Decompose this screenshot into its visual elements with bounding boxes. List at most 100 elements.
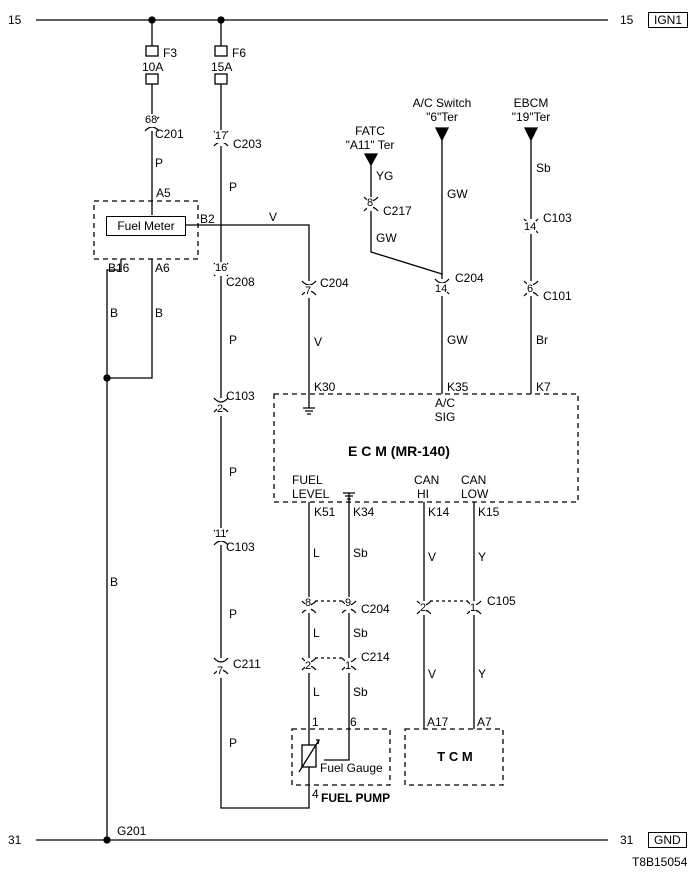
wire-code-p: P [155, 156, 164, 170]
ecm-can-hi-label-2: HI [417, 487, 429, 501]
ecm-fuel-level-label-2: LEVEL [292, 487, 330, 501]
violet-wire [183, 224, 310, 394]
c101-pin: 6 [527, 283, 534, 296]
c105-pin-2: 1 [470, 602, 477, 615]
ecm-pin-k14: K14 [428, 505, 450, 519]
c201-name: C201 [155, 127, 184, 141]
ac-switch-label-1: A/C Switch [412, 96, 472, 110]
wire-code-sb: Sb [353, 685, 368, 699]
wire-code-gw: GW [376, 231, 397, 245]
c103-a-name: C103 [226, 389, 255, 403]
wire-code-v: V [428, 550, 437, 564]
rail-15-left-label: 15 [8, 13, 22, 27]
c204-fp-pin-1: 8 [305, 597, 312, 610]
fuse-f6-name: F6 [232, 46, 247, 60]
ebcm-label-2: "19"Ter [511, 110, 551, 124]
wire-code-yg: YG [376, 169, 394, 183]
c105-name: C105 [487, 594, 516, 608]
ecm-pin-k30: K30 [314, 380, 336, 394]
ecm-fuel-ground-symbol [343, 492, 355, 502]
c101-name: C101 [543, 289, 572, 303]
wire-code-y: Y [478, 667, 487, 681]
rail-31-right-label: 31 [620, 833, 634, 847]
wire-code-v: V [269, 210, 278, 224]
ground-g201-label: G201 [117, 824, 147, 838]
wire-code-l: L [313, 626, 320, 640]
fatc-arrow [363, 153, 379, 167]
rail-15-right-label: 15 [620, 13, 634, 27]
fuel-meter-pin-b16: B16 [108, 261, 130, 275]
black-ground-wire [106, 259, 153, 840]
c103-a-pin: 2 [217, 403, 224, 416]
c214-name: C214 [361, 650, 390, 664]
fuse-f3-rating: 10A [142, 60, 164, 74]
wire-code-l: L [313, 546, 320, 560]
fuel-pump-pin-6: 6 [350, 715, 357, 729]
fatc-label-1: FATC [355, 124, 385, 138]
ac-switch-arrow [434, 127, 450, 142]
wire-code-gw: GW [447, 333, 468, 347]
wire-code-sb: Sb [536, 161, 551, 175]
fuse-f6-symbol [214, 45, 228, 57]
fuel-pump-title: FUEL PUMP [321, 791, 391, 805]
wire-code-br: Br [536, 333, 548, 347]
diagram-id: T8B15054 [632, 855, 688, 869]
c214-pin-1: 2 [305, 660, 312, 673]
fuel-pump-pin-4: 4 [312, 787, 319, 801]
c204-gw-name: C204 [455, 271, 484, 285]
c211-name: C211 [233, 657, 261, 671]
pink-wire [220, 146, 310, 809]
ac-switch-label-2: "6"Ter [426, 110, 458, 124]
ecm-ac-sig-label-1: A/C [434, 396, 455, 410]
c208-pin: 16 [215, 262, 228, 275]
fuel-meter-pin-a6: A6 [155, 261, 170, 275]
c217-name: C217 [383, 204, 412, 218]
fuse-f3-symbol [145, 45, 159, 57]
ign1-tag: IGN1 [648, 12, 689, 28]
tcm-label: T C M [437, 749, 473, 764]
c204-fp-name: C204 [361, 602, 390, 616]
wire-code-l: L [313, 685, 320, 699]
wire-code-sb: Sb [353, 626, 368, 640]
fuel-gauge-label: Fuel Gauge [320, 761, 383, 775]
ecm-can-low-label-2: LOW [461, 487, 489, 501]
ecm-title: E C M (MR-140) [348, 443, 450, 459]
wire-code-v: V [428, 667, 437, 681]
fuel-meter-pin-a5: A5 [156, 186, 171, 200]
wire-code-gw: GW [447, 187, 468, 201]
ecm-pin-k34: K34 [353, 505, 375, 519]
tcm-pin-a17: A17 [427, 715, 449, 729]
wire-code-b: B [110, 575, 119, 589]
wire-code-b: B [155, 306, 164, 320]
fuel-meter-box: Fuel Meter [106, 216, 186, 236]
ground-g201-dot [103, 836, 111, 844]
fuse-f3-name: F3 [163, 46, 178, 60]
c103-sb-name: C103 [543, 211, 572, 225]
wire-code-sb: Sb [353, 546, 368, 560]
c105-pin-1: 2 [420, 602, 427, 615]
ecm-can-low-label-1: CAN [461, 473, 487, 487]
c204-fp-pin-2: 9 [345, 597, 352, 610]
gnd-tag: GND [648, 832, 687, 848]
ecm-ground-symbol [303, 394, 315, 415]
sensor-ground-wire [324, 502, 350, 761]
c103-b-name: C103 [226, 540, 255, 554]
fuel-meter-pin-b2: B2 [200, 212, 215, 226]
c214-pin-2: 1 [345, 660, 352, 673]
c203-pin: 17 [215, 130, 228, 143]
fuel-pump-outline [291, 728, 391, 786]
c103-b-pin: 11 [215, 528, 227, 541]
wire-code-p: P [229, 736, 238, 750]
c208-name: C208 [226, 275, 255, 289]
ecm-can-hi-label-1: CAN [414, 473, 440, 487]
ecm-pin-k15: K15 [478, 505, 500, 519]
ecm-pin-k35: K35 [447, 380, 469, 394]
tcm-pin-a7: A7 [477, 715, 492, 729]
c211-pin: 7 [217, 665, 224, 678]
c204-v-name: C204 [320, 276, 349, 290]
ebcm-label-1: EBCM [513, 96, 549, 110]
wire-code-p: P [229, 465, 238, 479]
wire-code-p: P [229, 333, 238, 347]
fuel-pump-pin-1: 1 [312, 715, 319, 729]
